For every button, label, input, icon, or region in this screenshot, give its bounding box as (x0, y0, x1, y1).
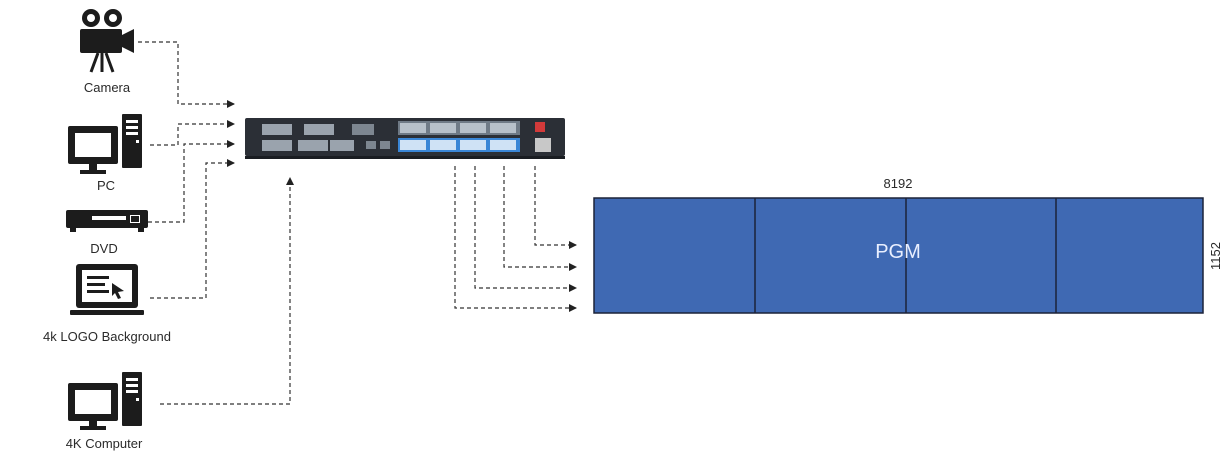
output-connector-1 (534, 166, 577, 249)
screen-height-label: 1152 (1208, 242, 1223, 270)
dvd-player-icon (66, 210, 148, 232)
desktop-pc-icon (68, 372, 142, 430)
led-screen (593, 197, 1204, 314)
source-label-4k-computer: 4K Computer (65, 436, 143, 451)
camera-connector (138, 41, 235, 108)
source-label-dvd: DVD (90, 241, 118, 256)
desktop-pc-icon (68, 114, 142, 174)
screen-width-label: 8192 (883, 176, 913, 191)
dvd-connector (148, 140, 235, 223)
4k-computer-connector (160, 177, 294, 405)
laptop-connector (150, 159, 235, 299)
source-label-pc: PC (96, 178, 116, 193)
video-camera-icon (80, 9, 134, 73)
pc-connector (150, 120, 235, 146)
laptop-icon (70, 264, 144, 315)
output-connector-2 (503, 166, 577, 271)
video-processor-rear-panel-icon (245, 118, 565, 159)
output-connector-3 (474, 166, 577, 292)
source-label-camera: Camera (83, 80, 131, 95)
output-connector-4 (454, 166, 577, 312)
screen-program-label: PGM (875, 241, 921, 263)
source-label-laptop: 4k LOGO Background (43, 329, 171, 344)
